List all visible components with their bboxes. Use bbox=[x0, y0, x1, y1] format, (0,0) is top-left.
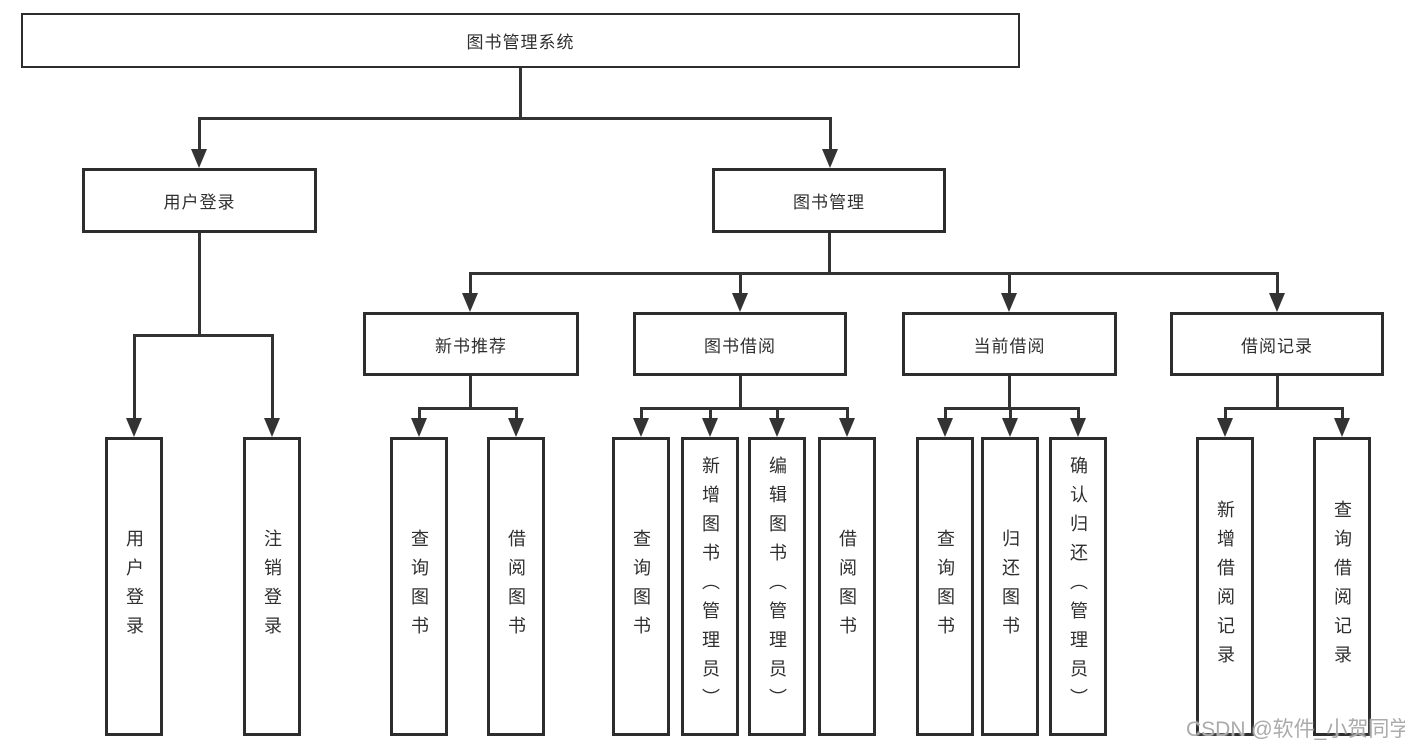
connector-vline bbox=[133, 334, 136, 421]
connector-hline bbox=[133, 334, 274, 337]
connector-vline bbox=[944, 407, 947, 421]
arrow-down-icon bbox=[822, 149, 838, 168]
connector-vline bbox=[776, 407, 779, 421]
arrow-down-icon bbox=[411, 418, 427, 437]
connector-hline bbox=[469, 272, 1278, 275]
connector-vline bbox=[198, 117, 201, 150]
connector-vline bbox=[1276, 272, 1279, 296]
node-label: 确认归还（管理员） bbox=[1068, 456, 1088, 717]
connector-vline bbox=[1276, 376, 1279, 410]
node-label: 借阅图书 bbox=[837, 528, 857, 645]
leaf-return-books: 归还图书 bbox=[981, 437, 1039, 736]
connector-vline bbox=[640, 407, 643, 421]
node-borrowing-records: 借阅记录 bbox=[1170, 312, 1384, 376]
connector-hline bbox=[198, 117, 831, 120]
node-label: 图书管理系统 bbox=[466, 33, 575, 52]
node-label: 注销登录 bbox=[262, 528, 282, 645]
node-user-login: 用户登录 bbox=[82, 168, 317, 233]
connector-vline bbox=[515, 407, 518, 421]
leaf-logout-login: 注销登录 bbox=[243, 437, 301, 736]
node-label: 用户登录 bbox=[124, 528, 144, 645]
connector-vline bbox=[828, 233, 831, 275]
leaf-add-borrow-record: 新增借阅记录 bbox=[1196, 437, 1254, 736]
leaf-query-books-borrowing: 查询图书 bbox=[612, 437, 670, 736]
node-label: 查询借阅记录 bbox=[1332, 499, 1352, 674]
node-book-borrowing: 图书借阅 bbox=[633, 312, 847, 376]
node-book-management: 图书管理 bbox=[712, 168, 946, 233]
node-label: 用户登录 bbox=[163, 193, 236, 212]
node-label: 查询图书 bbox=[935, 528, 955, 645]
arrow-down-icon bbox=[1334, 418, 1350, 437]
node-label: 当前借阅 bbox=[973, 336, 1046, 356]
connector-hline bbox=[640, 407, 848, 410]
connector-vline bbox=[846, 407, 849, 421]
node-library-system: 图书管理系统 bbox=[21, 13, 1020, 68]
node-label: 归还图书 bbox=[1000, 528, 1020, 645]
connector-vline bbox=[1341, 407, 1344, 421]
node-label: 查询图书 bbox=[631, 528, 651, 645]
connector-hline bbox=[418, 407, 518, 410]
arrow-down-icon bbox=[732, 293, 748, 312]
connector-vline bbox=[709, 407, 712, 421]
leaf-query-books-recommend: 查询图书 bbox=[390, 437, 448, 736]
node-label: 图书管理 bbox=[793, 193, 865, 212]
connector-vline bbox=[1008, 376, 1011, 410]
arrow-down-icon bbox=[1217, 418, 1233, 437]
leaf-confirm-return-admin: 确认归还（管理员） bbox=[1049, 437, 1107, 736]
node-label: 借阅记录 bbox=[1241, 336, 1313, 356]
node-label: 查询图书 bbox=[409, 528, 429, 645]
arrow-down-icon bbox=[633, 418, 649, 437]
connector-vline bbox=[469, 272, 472, 296]
leaf-borrow-books-borrowing: 借阅图书 bbox=[818, 437, 876, 736]
arrow-down-icon bbox=[769, 418, 785, 437]
leaf-user-login: 用户登录 bbox=[105, 437, 163, 736]
node-label: 新增借阅记录 bbox=[1215, 499, 1235, 674]
connector-vline bbox=[1224, 407, 1227, 421]
arrow-down-icon bbox=[839, 418, 855, 437]
connector-hline bbox=[1224, 407, 1344, 410]
connector-vline bbox=[519, 68, 522, 119]
leaf-query-borrow-record: 查询借阅记录 bbox=[1313, 437, 1371, 736]
connector-vline bbox=[1008, 272, 1011, 296]
arrow-down-icon bbox=[191, 149, 207, 168]
node-label: 编辑图书（管理员） bbox=[767, 456, 787, 717]
leaf-edit-books-admin: 编辑图书（管理员） bbox=[748, 437, 806, 736]
node-label: 新增图书（管理员） bbox=[700, 456, 720, 717]
node-new-book-recommendation: 新书推荐 bbox=[363, 312, 579, 376]
node-current-borrowing: 当前借阅 bbox=[902, 312, 1117, 376]
leaf-query-books-current: 查询图书 bbox=[916, 437, 974, 736]
watermark: CSDN @软件_小贺同学 bbox=[1186, 718, 1405, 741]
connector-vline bbox=[1009, 407, 1012, 421]
arrow-down-icon bbox=[508, 418, 524, 437]
arrow-down-icon bbox=[1070, 418, 1086, 437]
arrow-down-icon bbox=[937, 418, 953, 437]
arrow-down-icon bbox=[264, 418, 280, 437]
node-label: 新书推荐 bbox=[435, 336, 507, 356]
connector-vline bbox=[829, 117, 832, 150]
node-label: 图书借阅 bbox=[704, 336, 776, 356]
connector-vline bbox=[739, 376, 742, 410]
connector-vline bbox=[739, 272, 742, 296]
connector-vline bbox=[469, 376, 472, 410]
leaf-add-books-admin: 新增图书（管理员） bbox=[681, 437, 739, 736]
arrow-down-icon bbox=[1002, 418, 1018, 437]
arrow-down-icon bbox=[1269, 293, 1285, 312]
connector-vline bbox=[1077, 407, 1080, 421]
leaf-borrow-books-recommend: 借阅图书 bbox=[487, 437, 545, 736]
arrow-down-icon bbox=[126, 418, 142, 437]
connector-vline bbox=[418, 407, 421, 421]
connector-vline bbox=[271, 334, 274, 421]
arrow-down-icon bbox=[462, 293, 478, 312]
node-label: 借阅图书 bbox=[506, 528, 526, 645]
connector-vline bbox=[198, 233, 201, 337]
arrow-down-icon bbox=[1001, 293, 1017, 312]
arrow-down-icon bbox=[702, 418, 718, 437]
